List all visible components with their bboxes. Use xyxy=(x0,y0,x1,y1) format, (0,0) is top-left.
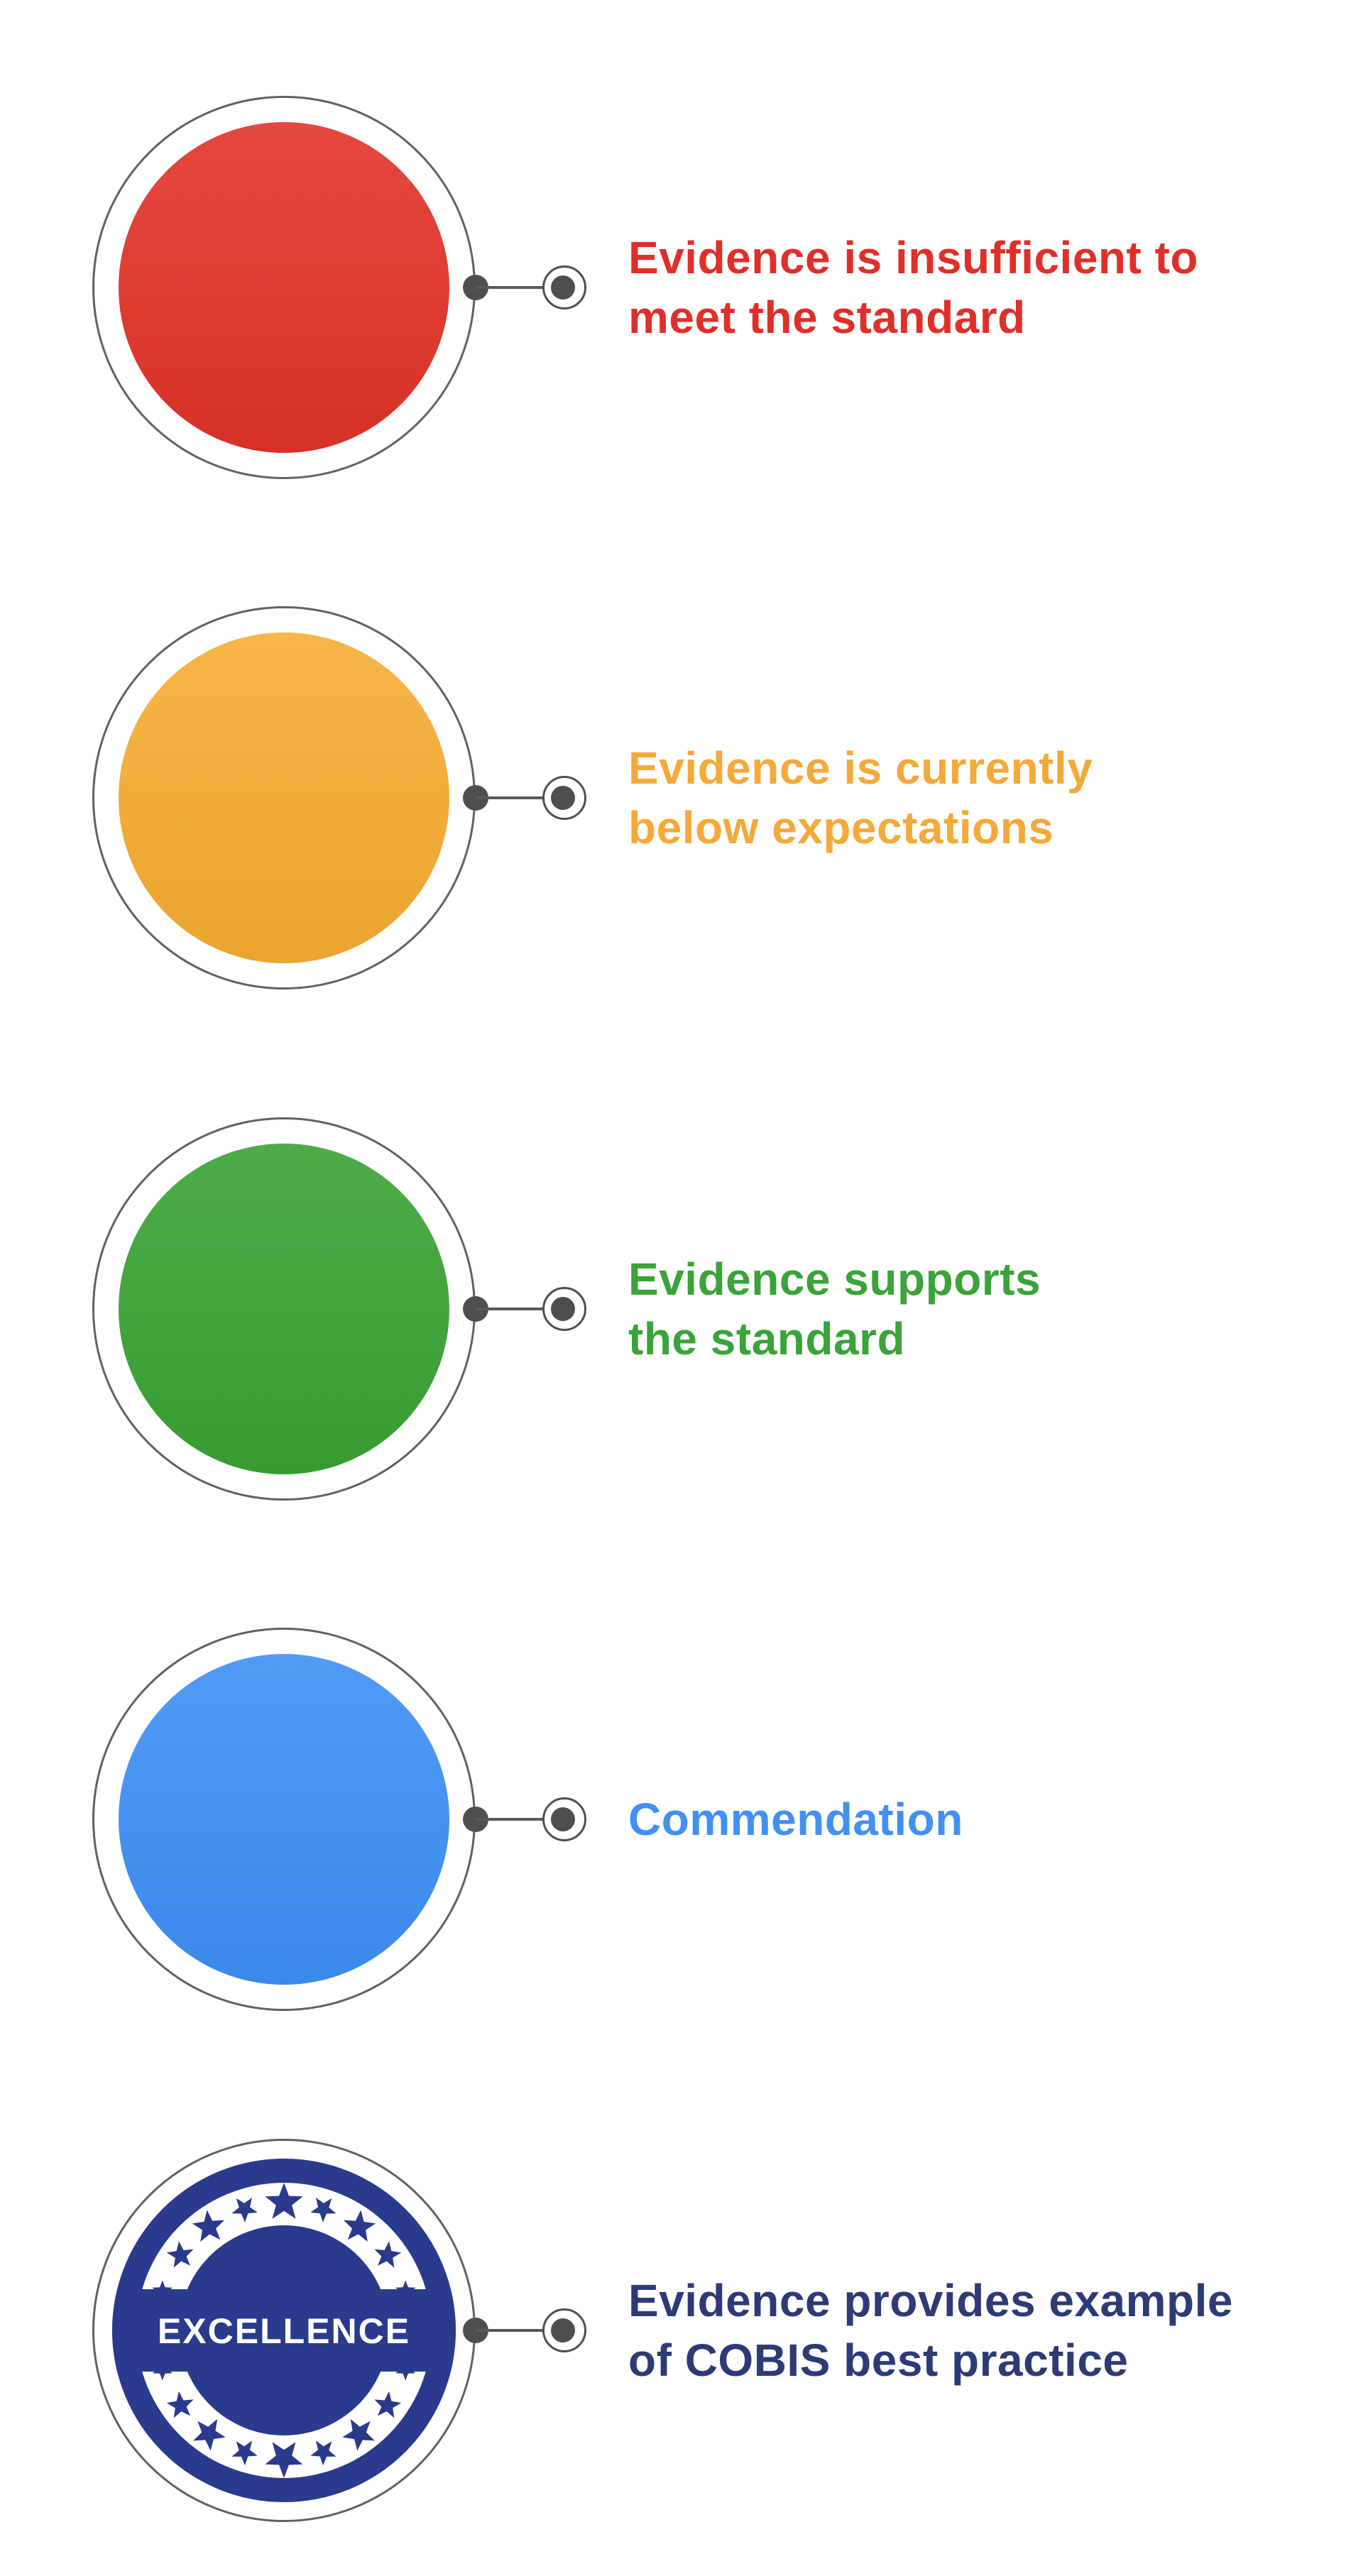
legend-row-supports-standard: Evidence supports the standard xyxy=(0,1117,1368,1501)
legend-label: Evidence supports the standard xyxy=(628,1249,1041,1369)
excellence-badge: EXCELLENCE xyxy=(112,2159,456,2502)
legend-label: Commendation xyxy=(628,1790,963,1849)
connector-target-ring xyxy=(542,776,586,820)
badge-star-icon xyxy=(265,2442,303,2478)
legend-label-line: of COBIS best practice xyxy=(628,2335,1129,2386)
legend-label-line: below expectations xyxy=(628,802,1054,853)
legend-label: Evidence provides example of COBIS best p… xyxy=(628,2271,1233,2390)
legend-label-line: Commendation xyxy=(628,1794,963,1845)
legend-label: Evidence is currently below expectations xyxy=(628,738,1093,857)
excellence-badge-label: EXCELLENCE xyxy=(158,2311,410,2351)
badge-band xyxy=(112,2289,456,2372)
legend-label-line: Evidence provides example xyxy=(628,2275,1233,2326)
connector-line xyxy=(476,2329,544,2332)
badge-star-icon xyxy=(310,2198,336,2223)
badge-star-icon xyxy=(343,2210,376,2242)
legend-label-line: meet the standard xyxy=(628,292,1026,343)
legend-label-line: Evidence is insufficient to xyxy=(628,232,1198,283)
connector-target-ring xyxy=(542,1797,586,1841)
connector-target-dot xyxy=(551,1807,575,1831)
legend-row-excellence: EXCELLENCE Evidence provides example of C… xyxy=(0,2139,1368,2522)
badge-star-icon xyxy=(166,2241,194,2268)
legend-label-line: Evidence supports xyxy=(628,1254,1041,1305)
connector-target-ring xyxy=(542,2308,586,2352)
connector-target-dot xyxy=(551,275,575,300)
badge-star-icon xyxy=(166,2391,194,2418)
badge-star-icon xyxy=(310,2440,336,2466)
status-circle-commendation xyxy=(119,1654,449,1985)
connector-target-dot xyxy=(551,1297,575,1321)
status-circle-below-expectations xyxy=(119,632,449,963)
legend-label: Evidence is insufficient to meet the stan… xyxy=(628,228,1198,347)
legend-label-line: the standard xyxy=(628,1313,906,1364)
connector-line xyxy=(476,1308,544,1310)
legend-label-line: Evidence is currently xyxy=(628,742,1093,794)
connector-target-dot xyxy=(551,2318,575,2342)
legend-row-commendation: Commendation xyxy=(0,1628,1368,2011)
badge-star-icon xyxy=(231,2198,258,2223)
badge-star-icon xyxy=(192,2210,225,2242)
connector-line xyxy=(476,286,544,289)
status-circle-supports-standard xyxy=(119,1144,449,1474)
connector-target-ring xyxy=(542,265,586,309)
badge-star-icon xyxy=(374,2391,402,2418)
legend-row-standard-not-met: Evidence is insufficient to meet the stan… xyxy=(0,96,1368,479)
connector-target-dot xyxy=(551,786,575,810)
status-circle-standard-not-met xyxy=(119,122,449,453)
legend-row-below-expectations: Evidence is currently below expectations xyxy=(0,606,1368,990)
badge-star-icon xyxy=(193,2418,226,2451)
badge-star-icon xyxy=(231,2440,258,2466)
connector-target-ring xyxy=(542,1287,586,1331)
connector-line xyxy=(476,796,544,799)
badge-star-icon xyxy=(374,2241,402,2268)
badge-star-icon xyxy=(265,2183,303,2219)
badge-star-icon xyxy=(342,2418,375,2451)
connector-line xyxy=(476,1818,544,1821)
